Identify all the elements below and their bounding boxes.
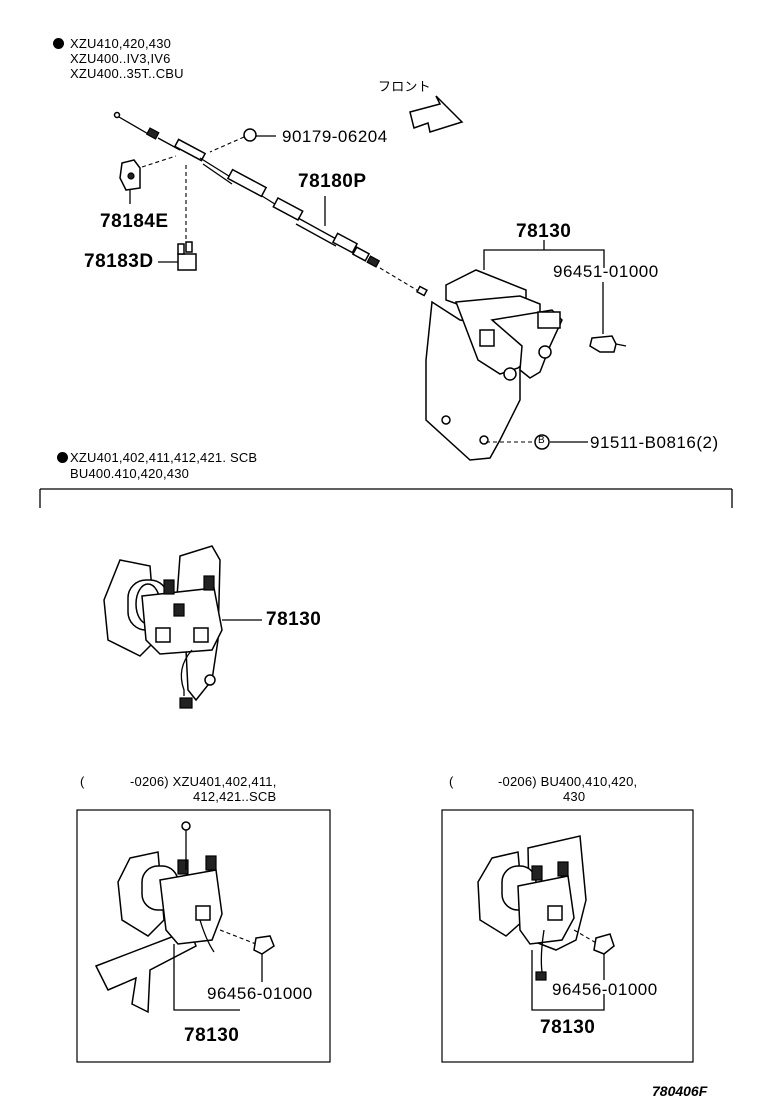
part-number-clip[interactable]: 90179-06204: [282, 127, 388, 146]
bullet-dot-icon: [57, 452, 68, 463]
left-header-line2: 412,421..SCB: [193, 789, 277, 804]
right-header-line1: -0206) BU400,410,420,: [498, 774, 638, 789]
top-models-line3: XZU400..35T..CBU: [70, 66, 184, 81]
right-variant-frame: [441, 809, 694, 1063]
right-header-paren: (: [449, 774, 454, 789]
left-header-paren: (: [80, 774, 85, 789]
pedal-switch-assembly-drawing: [103, 545, 262, 709]
left-variant-frame: [76, 809, 331, 1063]
front-arrow-icon: [409, 95, 464, 133]
part-number-switch-right[interactable]: 96456-01000: [552, 980, 658, 999]
middle-models-line2: BU400.410,420,430: [70, 466, 190, 481]
bracket-d-drawing: [158, 165, 197, 271]
left-header-line1: -0206) XZU401,402,411,: [130, 774, 277, 789]
bullet-dot-icon: [53, 38, 64, 49]
part-number-cable[interactable]: 78180P: [298, 171, 367, 192]
part-number-bracket-e[interactable]: 78184E: [100, 211, 169, 232]
pedal-bracket-assembly-drawing: [425, 240, 627, 461]
part-number-assembly-right[interactable]: 78130: [540, 1017, 596, 1038]
clip-part-drawing: [209, 128, 276, 153]
top-models-line2: XZU400..IV3,IV6: [70, 51, 171, 66]
right-header-line2: 430: [563, 789, 586, 804]
top-models-line1: XZU410,420,430: [70, 36, 172, 51]
diagram-code: 780406F: [652, 1083, 708, 1099]
left-variant-assembly-drawing: [94, 821, 275, 1014]
cable-assembly-drawing: [113, 111, 428, 297]
part-number-switch-left[interactable]: 96456-01000: [207, 984, 313, 1003]
bolt-marker-label: B: [538, 435, 545, 446]
part-number-bolt[interactable]: 91511-B0816(2): [590, 433, 719, 452]
bracket-e-drawing: [119, 155, 177, 204]
part-number-bracket-d[interactable]: 78183D: [84, 251, 154, 272]
right-variant-assembly-drawing: [477, 835, 615, 1011]
front-label: フロント: [378, 79, 431, 94]
part-number-assembly-left[interactable]: 78130: [184, 1025, 240, 1046]
part-number-assembly-top[interactable]: 78130: [516, 221, 572, 242]
part-number-switch-top[interactable]: 96451-01000: [553, 262, 659, 281]
part-number-assembly-middle[interactable]: 78130: [266, 609, 322, 630]
middle-models-line1: XZU401,402,411,412,421. SCB: [70, 450, 258, 465]
